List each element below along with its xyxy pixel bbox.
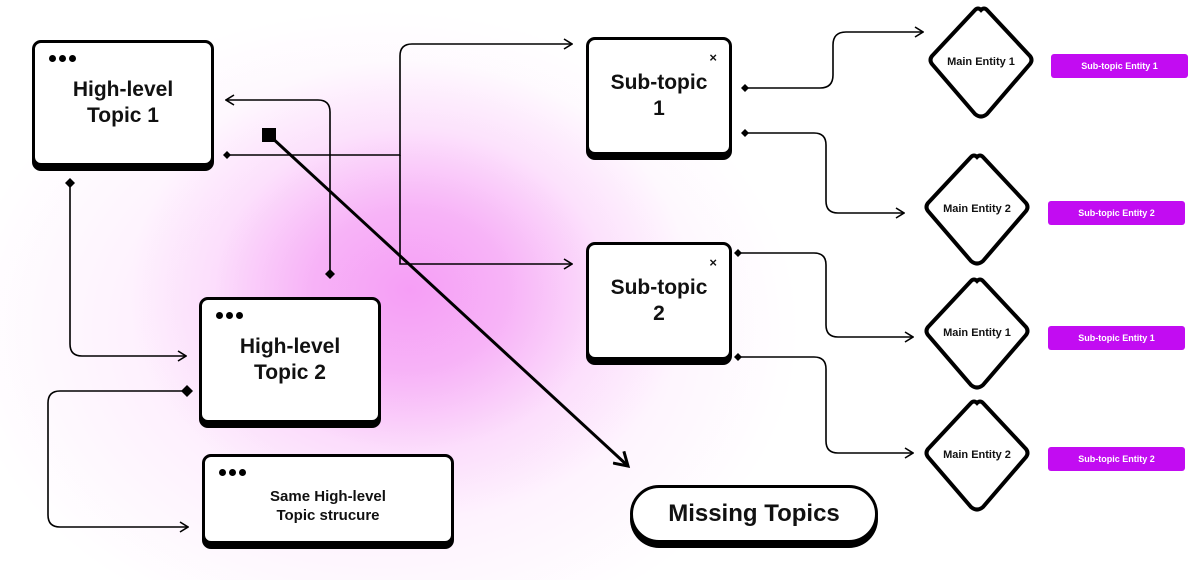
connector-hlt2-to-hlt1 (226, 100, 331, 274)
diamond-marker (325, 269, 335, 279)
missing-topics-label: Missing Topics (668, 500, 840, 527)
connector-hlt1-to-subtopic2 (399, 155, 572, 264)
high-level-topic-1-card[interactable]: High-level Topic 1 (32, 40, 214, 166)
sub-topic-entity-tag[interactable]: Sub-topic Entity 2 (1048, 201, 1185, 225)
close-icon[interactable]: × (709, 255, 717, 270)
connector-st1-to-entity1 (745, 32, 923, 89)
diamond-marker (741, 84, 749, 92)
sub-topic-2-card[interactable]: × Sub-topic 2 (586, 242, 732, 360)
more-dots-icon[interactable] (49, 55, 76, 62)
diamond-marker (181, 385, 193, 397)
main-entity-diamond[interactable]: Main Entity 2 (922, 397, 1032, 513)
connector-hlt1-to-hlt2 (69, 183, 186, 356)
main-entity-label: Main Entity 2 (943, 449, 1011, 461)
subtopic-title-line2: 1 (653, 97, 665, 120)
topic-title-line2: Topic 2 (254, 361, 326, 384)
high-level-topic-2-card[interactable]: High-level Topic 2 (199, 297, 381, 423)
close-icon[interactable]: × (709, 50, 717, 65)
connector-hlt2-to-same (47, 390, 188, 527)
more-dots-icon[interactable] (219, 469, 246, 476)
sub-topic-entity-tag[interactable]: Sub-topic Entity 1 (1048, 326, 1185, 350)
topic-title-line1: Same High-level (270, 488, 386, 505)
main-entity-label: Main Entity 1 (947, 56, 1015, 68)
topic-title-line1: High-level (72, 78, 174, 101)
diamond-shape (924, 277, 1030, 390)
sub-topic-entity-tag[interactable]: Sub-topic Entity 2 (1048, 447, 1185, 471)
diamond-marker (223, 151, 231, 159)
connector-st2-to-entity2 (738, 356, 913, 453)
connector-st2-to-entity1 (738, 252, 913, 337)
diamond-marker (741, 129, 749, 137)
main-entity-diamond[interactable]: Main Entity 1 (922, 275, 1032, 391)
missing-topics-button[interactable]: Missing Topics (630, 485, 878, 543)
connector-hlt1-to-subtopic1 (227, 44, 572, 156)
main-entity-label: Main Entity 2 (943, 203, 1011, 215)
topic-title-line1: High-level (239, 335, 341, 358)
diamond-shape (924, 399, 1030, 512)
diamond-shape (924, 153, 1030, 266)
diamond-marker (734, 249, 742, 257)
connector-to-missing-topics (268, 134, 628, 466)
topic-title-line2: Topic strucure (276, 507, 380, 524)
diamond-marker (734, 353, 742, 361)
topic-title-line2: Topic 1 (87, 104, 159, 127)
connector-st1-to-entity2 (745, 132, 904, 213)
subtopic-title-line1: Sub-topic (610, 71, 708, 94)
diamond-shape (928, 6, 1034, 119)
subtopic-title-line2: 2 (653, 302, 665, 325)
same-structure-card[interactable]: Same High-level Topic strucure (202, 454, 454, 544)
sub-topic-1-card[interactable]: × Sub-topic 1 (586, 37, 732, 155)
subtopic-title-line1: Sub-topic (610, 276, 708, 299)
diamond-marker (65, 178, 75, 188)
more-dots-icon[interactable] (216, 312, 243, 319)
main-entity-diamond[interactable]: Main Entity 2 (922, 151, 1032, 267)
main-entity-diamond[interactable]: Main Entity 1 (926, 4, 1036, 120)
sub-topic-entity-tag[interactable]: Sub-topic Entity 1 (1051, 54, 1188, 78)
main-entity-label: Main Entity 1 (943, 327, 1011, 339)
